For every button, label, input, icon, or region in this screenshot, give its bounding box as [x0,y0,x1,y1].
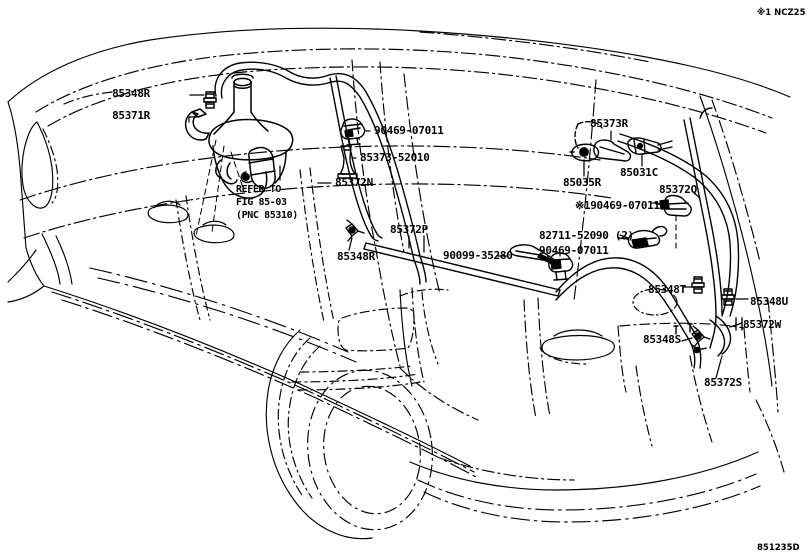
label-90469-07011-lower: 90469-07011 [539,244,609,257]
label-85035r: 85035R [563,176,601,189]
label-85372q: 85372Q [659,183,697,196]
label-85348r-mid: 85348R [337,250,375,263]
label-90099-35280: 90099-35280 [443,249,513,262]
label-85031c: 85031C [620,166,658,179]
label-90469-07011-upper: 90469-07011 [374,124,444,137]
figure-code-top-right: ※1 NCZ25 [757,8,806,18]
label-85372s: 85372S [704,376,742,389]
label-85348t: 85348T [648,283,686,296]
label-85372n: 85372N [335,176,373,189]
label-82711-52090: 82711-52090 (2) [539,229,634,242]
label-85373-52010: 85373-52010 [360,151,430,164]
label-85348r-top: 85348R [112,87,150,100]
label-85372p: 85372P [390,223,428,236]
figure-code-bottom-right: 851235D [757,543,800,553]
label-190469-07011: ※190469-07011 [575,199,660,212]
label-85371r: 85371R [112,109,150,122]
label-85372w: 85372W [743,318,781,331]
label-85348u: 85348U [750,295,788,308]
label-85373r: 85373R [590,117,628,130]
refer-to-note: REFER TO FIG 85-03 (PNC 85310) [236,184,298,221]
label-85348s: 85348S [643,333,681,346]
